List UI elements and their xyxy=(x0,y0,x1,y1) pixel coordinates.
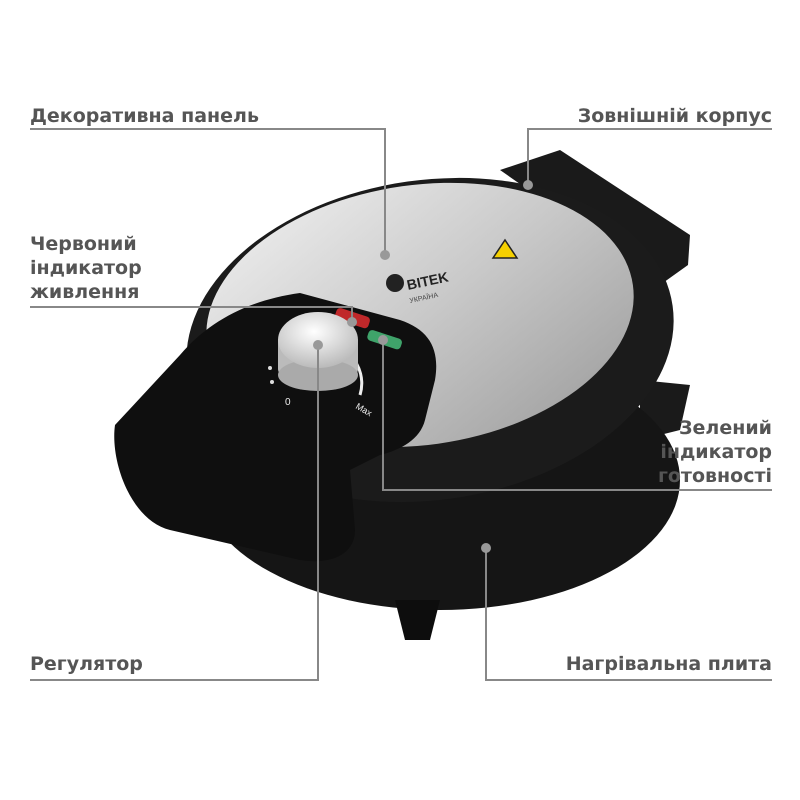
label-green-indicator: Зелений індикатор готовності xyxy=(658,416,772,488)
label-line: живлення xyxy=(30,281,140,303)
brand-logo-icon xyxy=(386,274,404,292)
foot xyxy=(395,600,440,640)
label-outer-body: Зовнішній корпус xyxy=(577,105,772,127)
label-line: індикатор xyxy=(30,257,142,279)
label-red-indicator: Червоний індикатор живлення xyxy=(30,232,142,304)
label-line: індикатор xyxy=(660,441,772,463)
label-decorative-panel: Декоративна панель xyxy=(30,105,259,127)
leader-lines xyxy=(30,128,772,681)
label-line: Зелений xyxy=(679,417,772,439)
hot-surface-warning-icon xyxy=(491,238,519,259)
dial-min-label: 0 xyxy=(285,397,291,408)
label-line: готовності xyxy=(657,465,772,487)
label-heating-plate: Нагрівальна плита xyxy=(565,653,772,675)
label-line: Червоний xyxy=(30,233,137,255)
label-regulator: Регулятор xyxy=(30,653,143,675)
